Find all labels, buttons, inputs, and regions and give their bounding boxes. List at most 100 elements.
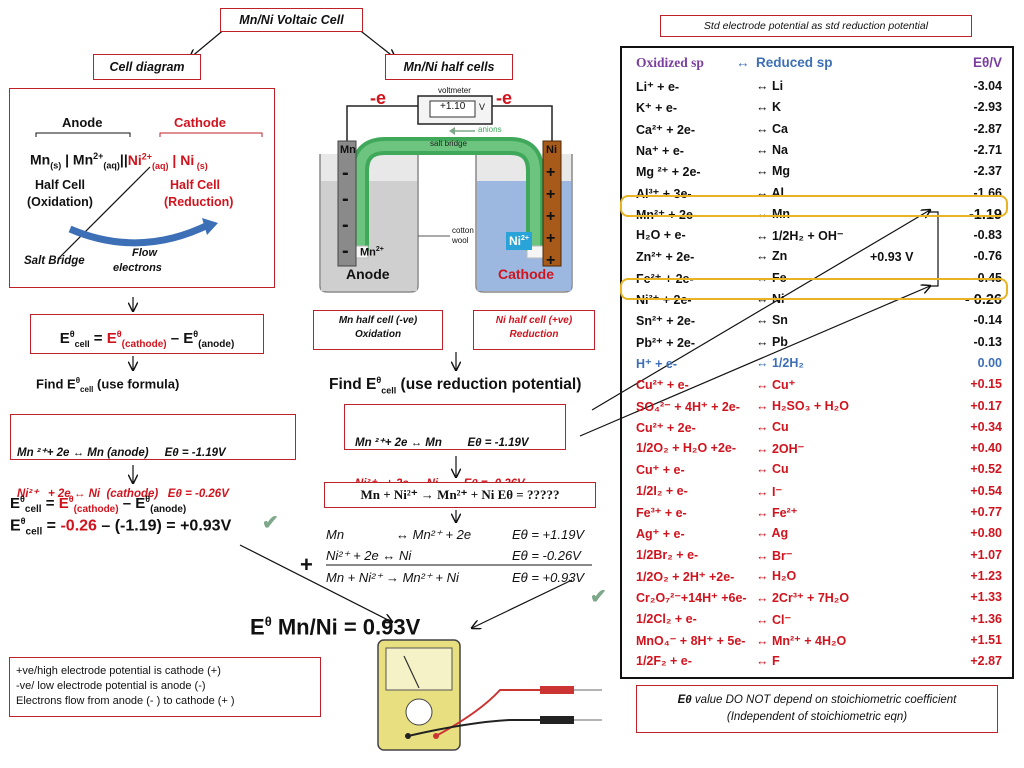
row-potential: +0.80 <box>970 526 1002 541</box>
half-cell-right-2: (Reduction) <box>164 195 234 209</box>
row-potential: +1.51 <box>970 632 1002 647</box>
row-oxidized: Fe³⁺ + e- <box>636 506 687 520</box>
anode-apparatus-label: Anode <box>346 266 390 282</box>
find-right: Find Eθcell (use reduction potential) <box>329 375 582 396</box>
row-potential: -2.93 <box>973 100 1003 115</box>
row-potential: +2.87 <box>970 654 1002 669</box>
left-eq-line2: Ni²⁺ + 2e ↔ Ni (cathode) Eθ = -0.26V <box>17 488 229 500</box>
row-oxidized: H⁺ + e- <box>636 356 677 371</box>
voltmeter-unit: V <box>479 102 486 112</box>
note-line1: Eθ value DO NOT depend on stoichiometric… <box>677 694 957 706</box>
flow-label-2: electrons <box>113 262 162 274</box>
row-oxidized: 1/2Br₂ + e- <box>636 547 699 562</box>
row-oxidized: MnO₄⁻ + 8H⁺ + 5e- <box>636 633 746 648</box>
row-oxidized: Mn²⁺ + 2e- <box>636 207 698 222</box>
row-potential: +0.15 <box>970 377 1002 392</box>
rule-1: +ve/high electrode potential is cathode … <box>16 665 221 677</box>
row-potential: -0.45 <box>973 270 1003 285</box>
page-title: Mn/Ni Voltaic Cell <box>239 13 344 27</box>
row-oxidized: Li⁺ + e- <box>636 80 680 94</box>
row-potential: -3.04 <box>973 79 1003 93</box>
row-oxidized: 1/2Cl₂ + e- <box>636 611 697 626</box>
potential-table: Oxidized sp ↔ Reduced sp Eθ/V Li⁺ + e-↔ … <box>620 46 1014 679</box>
table-row: 1/2F₂ + e-↔ F+2.87 <box>622 654 1012 673</box>
table-row: 1/2I₂ + e-↔ I⁻+0.54 <box>622 484 1012 503</box>
row-reduced: ↔ Li <box>756 79 784 93</box>
ni-half-cell-box: Ni half cell (+ve) Reduction <box>473 310 595 350</box>
row-oxidized: Cu²⁺ + 2e- <box>636 420 696 435</box>
row-reduced: ↔ Na <box>756 142 788 157</box>
arrow-calc-to-result <box>239 544 392 622</box>
right-eq-line1: Mn ²⁺+ 2e ↔ Mn Eθ = -1.19V <box>355 437 529 449</box>
header-oxidized: Oxidized sp <box>636 55 704 70</box>
mn-ion-label: Mn2+ <box>360 246 384 259</box>
row-reduced: ↔ H₂O <box>756 568 797 583</box>
check-mark-icon: ✔ <box>262 512 279 534</box>
rule-3: Electrons flow from anode (- ) to cathod… <box>16 695 235 707</box>
ni-half-line2: Reduction <box>509 329 559 340</box>
formula-box: Eθcell = Eθ(cathode) – Eθ(anode) <box>30 314 264 354</box>
table-row: Zn²⁺ + 2e-↔ Zn-0.76 <box>622 249 1012 268</box>
row-oxidized: 1/2I₂ + e- <box>636 483 688 498</box>
ni-electrode-label: Ni <box>546 144 557 156</box>
row-reduced: ↔ Mn <box>756 206 791 221</box>
difference-label: +0.93 V <box>870 250 914 264</box>
note-line2: (Independent of stoichiometric eqn) <box>726 711 908 723</box>
ni-half-line1: Ni half cell (+ve) <box>495 315 573 326</box>
highlight-mn <box>620 195 1008 217</box>
row-reduced: ↔ I⁻ <box>756 484 783 499</box>
row-potential: -0.76 <box>973 249 1003 264</box>
apparatus-drawing <box>319 95 573 293</box>
table-row: Ag⁺ + e-↔ Ag+0.80 <box>622 526 1012 545</box>
arrow-title-to-diagram <box>190 27 227 58</box>
salt-bridge-label: Salt Bridge <box>24 255 85 267</box>
right-equation-box: Mn ²⁺+ 2e ↔ Mn Eθ = -1.19V Ni²⁺ + 2e ↔ N… <box>344 404 566 490</box>
row-reduced: ↔ Mn²⁺ + 4H₂O <box>756 633 847 648</box>
highlight-ni <box>620 278 1008 300</box>
row-oxidized: Sn²⁺ + 2e- <box>636 314 696 329</box>
row-oxidized: H₂O + e- <box>636 228 686 243</box>
row-reduced: ↔ Fe <box>756 270 787 285</box>
table-row: Li⁺ + e- ↔ Li -3.04 <box>622 79 1012 98</box>
row-oxidized: Zn²⁺ + 2e- <box>636 250 695 265</box>
table-row: Cu⁺ + e-↔ Cu+0.52 <box>622 462 1012 481</box>
diagram-brackets <box>35 132 263 260</box>
half-cell-left-1: Half Cell <box>35 178 86 192</box>
mn-half-line2: Oxidation <box>354 329 402 340</box>
half-cell-right-1: Half Cell <box>170 178 221 192</box>
sum-block: Mn ↔ Mn²⁺ + 2e Eθ = +1.19V Ni²⁺ + 2e ↔ N… <box>326 527 585 585</box>
table-row: K⁺ + e-↔ K-2.93 <box>622 100 1012 119</box>
row-oxidized: Al³⁺ + 3e- <box>636 186 692 201</box>
flow-label-1: Flow <box>132 247 158 259</box>
arrow-mn-to-table <box>591 210 930 411</box>
cell-diagram-panel: Anode Cathode Mn(s) | Mn2+(aq)||Ni2+(aq)… <box>9 88 275 288</box>
row-potential: +1.07 <box>970 547 1002 562</box>
table-row: Mg ²⁺ + 2e-↔ Mg-2.37 <box>622 164 1012 183</box>
table-row: 1/2Br₂ + e-↔ Br⁻+1.07 <box>622 548 1012 567</box>
row-reduced: ↔ F <box>756 654 780 669</box>
row-oxidized: Ca²⁺ + 2e- <box>636 122 696 137</box>
table-row: Mn²⁺ + 2e-↔ Mn-1.19 <box>622 207 1012 226</box>
check-mark-icon-2: ✔ <box>590 586 607 608</box>
table-title-box: Std electrode potential as std reduction… <box>660 15 972 37</box>
half-cell-left-2: (Oxidation) <box>27 195 93 209</box>
row-reduced: ↔ H₂SO₃ + H₂O <box>756 398 849 413</box>
row-oxidized: Mg ²⁺ + 2e- <box>636 165 701 180</box>
sum-plus: + <box>300 552 313 577</box>
row-oxidized: Cu⁺ + e- <box>636 463 685 478</box>
mn-half-line1: Mn half cell (-ve) <box>338 315 418 326</box>
apparatus: -e -e voltmeter +1.10 V anions salt brid… <box>300 86 600 296</box>
row-reduced: ↔ Cu <box>756 462 789 477</box>
table-row: Pb²⁺ + 2e-↔ Pb-0.13 <box>622 335 1012 354</box>
row-reduced: ↔ Cl⁻ <box>756 612 792 627</box>
row-reduced: ↔ Sn <box>756 313 788 328</box>
arrow-title-to-half-cells <box>356 27 395 58</box>
half-cells-box: Mn/Ni half cells <box>385 54 513 80</box>
row-potential: -0.14 <box>973 313 1003 328</box>
table-row: Fe³⁺ + e-↔ Fe²⁺+0.77 <box>622 505 1012 524</box>
table-row: Na⁺ + e-↔ Na-2.71 <box>622 143 1012 162</box>
calc-line2: Eθcell = -0.26 – (-1.19) = +0.93V <box>10 516 232 538</box>
row-potential: +0.77 <box>970 505 1002 519</box>
row-potential: +0.17 <box>970 398 1002 413</box>
